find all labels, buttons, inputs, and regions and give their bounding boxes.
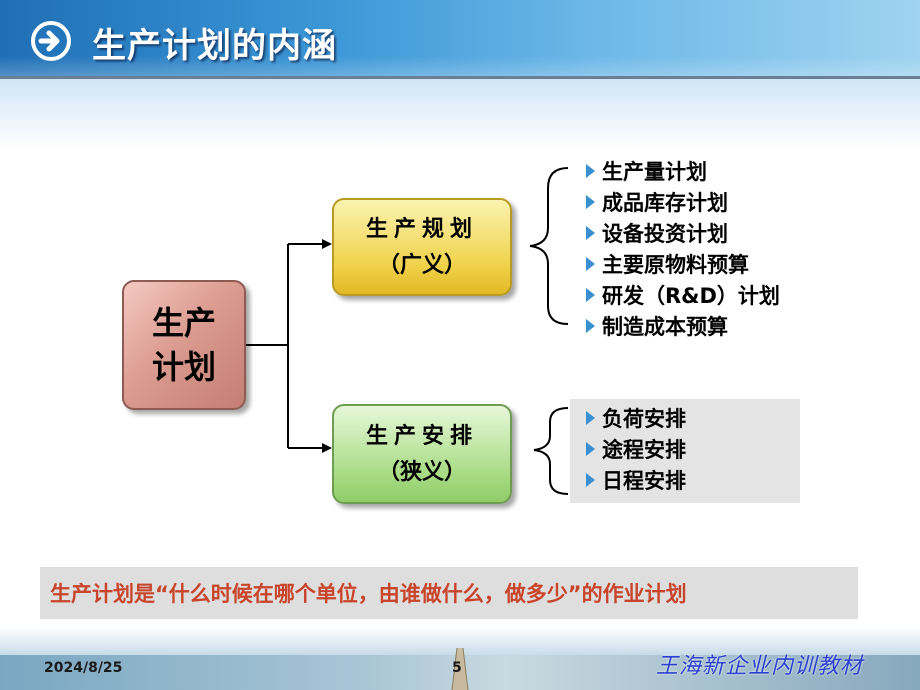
list-item: 研发（R&D）计划 — [586, 279, 780, 310]
header-band — [0, 0, 920, 78]
header-divider — [0, 76, 920, 79]
arrowhead-planning — [322, 239, 332, 249]
definition-text: 生产计划是“什么时候在哪个单位，由谁做什么，做多少”的作业计划 — [50, 582, 687, 606]
list-item: 生产量计划 — [586, 155, 780, 186]
list-item: 负荷安排 — [586, 402, 686, 433]
list-item: 制造成本预算 — [586, 310, 780, 341]
production-scheduling-box: 生产安排 （狭义） — [332, 404, 512, 504]
list-item: 途程安排 — [586, 433, 686, 464]
production-planning-box: 生产规划 （广义） — [332, 198, 512, 296]
page-title: 生产计划的内涵 — [92, 26, 337, 66]
scheduling-box-title: 生产安排 — [365, 423, 478, 449]
triangle-bullet-icon — [586, 287, 595, 302]
production-plan-box: 生产 计划 — [122, 280, 246, 410]
arrowhead-scheduling — [322, 443, 332, 453]
header-fade — [0, 79, 920, 149]
scheduling-brace — [533, 407, 569, 495]
pier-image — [451, 647, 469, 690]
list-item: 设备投资计划 — [586, 217, 780, 248]
planning-box-title: 生产规划 — [365, 216, 478, 242]
scheduling-list-background — [570, 399, 800, 503]
footer-source: 王海新企业内训教材 — [656, 654, 864, 679]
list-item: 日程安排 — [586, 464, 686, 495]
triangle-bullet-icon — [586, 472, 595, 487]
triangle-bullet-icon — [586, 441, 595, 456]
list-item: 成品库存计划 — [586, 186, 780, 217]
triangle-bullet-icon — [586, 410, 595, 425]
planning-box-subtitle: （广义） — [377, 252, 466, 278]
definition-banner: 生产计划是“什么时候在哪个单位，由谁做什么，做多少”的作业计划 — [40, 567, 858, 619]
triangle-bullet-icon — [586, 256, 595, 271]
list-item: 主要原物料预算 — [586, 248, 780, 279]
footer-date: 2024/8/25 — [44, 660, 123, 676]
planning-item-list: 生产量计划 成品库存计划 设备投资计划 主要原物料预算 研发（R&D）计划 制造… — [586, 155, 780, 341]
triangle-bullet-icon — [586, 318, 595, 333]
planning-brace — [529, 167, 569, 325]
page-number: 5 — [452, 660, 462, 676]
triangle-bullet-icon — [586, 225, 595, 240]
circle-arrow-right-icon — [31, 21, 71, 61]
triangle-bullet-icon — [586, 194, 595, 209]
scheduling-box-subtitle: （狭义） — [377, 459, 466, 485]
main-box-line2: 计划 — [151, 348, 216, 386]
scheduling-item-list: 负荷安排 途程安排 日程安排 — [586, 402, 686, 495]
triangle-bullet-icon — [586, 163, 595, 178]
main-box-line1: 生产 — [151, 304, 216, 342]
